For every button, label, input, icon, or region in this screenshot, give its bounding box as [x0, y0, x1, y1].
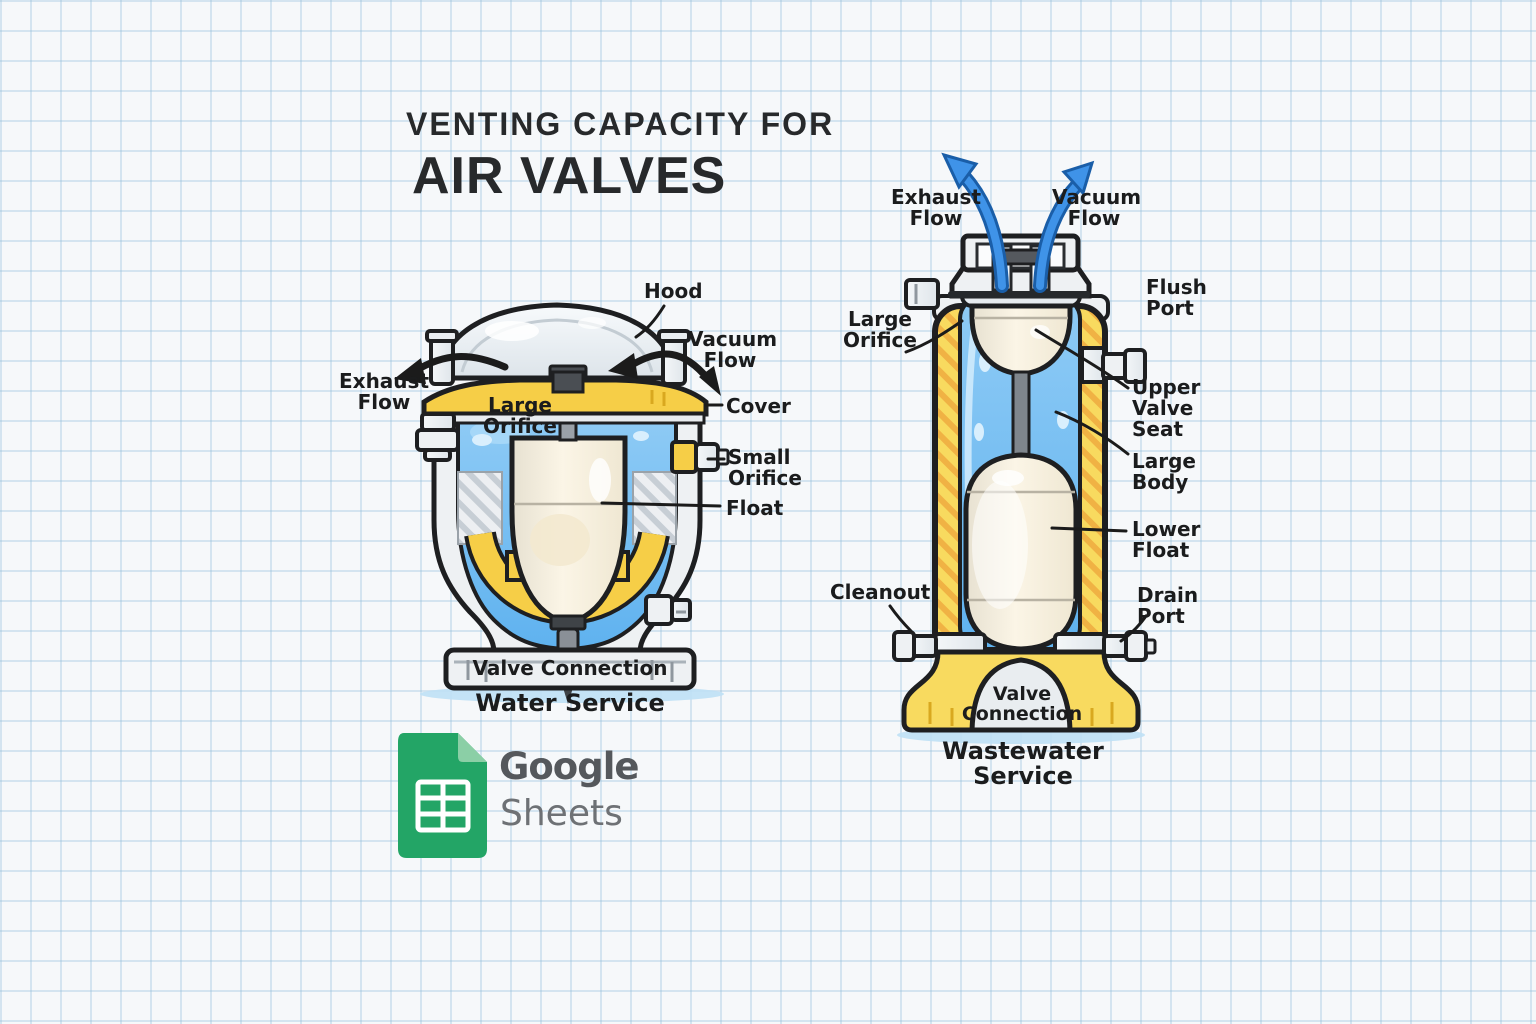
page-title-line2: AIR VALVES [412, 147, 727, 205]
valve-connection-flange [443, 647, 697, 691]
sheets-wordmark: Sheets [500, 793, 623, 834]
float [509, 435, 628, 625]
google-sheets-icon [398, 733, 487, 858]
vacuum-arrow-icon [608, 350, 721, 396]
folded-corner [458, 733, 487, 762]
connection-arch [969, 657, 1073, 733]
caption-water-service: Water Service [475, 689, 665, 717]
exhaust-flow-arrow-icon [941, 152, 1009, 293]
top-cap [948, 233, 1092, 299]
cleanout-port [892, 630, 938, 662]
label-drain-port: Drain Port [1137, 583, 1199, 629]
label-vacuum-flow-left: Vacuum Flow [688, 327, 778, 373]
shoulder-port [904, 278, 940, 310]
caption-wastewater-service: Wastewater Service [942, 737, 1104, 791]
label-flush-port: Flush Port [1146, 275, 1207, 321]
base-skirt [901, 649, 1141, 733]
label-valve-connection-right: Valve Connection [961, 683, 1083, 726]
label-valve-connection-left: Valve Connection [472, 656, 668, 680]
vacuum-flow-arrow-icon [1033, 160, 1095, 293]
label-large-orifice-right: Large Orifice [843, 307, 917, 353]
right-valve-leader-lines [888, 319, 1148, 643]
page-title-line1: VENTING CAPACITY FOR [406, 106, 835, 142]
hatched-wall-left [457, 471, 503, 545]
label-large-body: Large Body [1132, 449, 1196, 495]
label-lower-float: Lower Float [1132, 517, 1201, 563]
google-wordmark: Google [499, 745, 639, 788]
label-large-orifice-left: Large Orifice [483, 393, 557, 439]
label-upper-valve-seat: Upper Valve Seat [1132, 375, 1201, 442]
label-float: Float [726, 496, 784, 520]
label-cover: Cover [726, 394, 791, 418]
cover [421, 377, 709, 425]
lower-float [963, 452, 1079, 652]
label-cleanout: Cleanout [830, 580, 931, 604]
left-side-port [415, 412, 460, 462]
label-hood: Hood [644, 279, 703, 303]
water-service-valve-illustration [394, 302, 730, 704]
label-exhaust-flow-right: Exhaust Flow [891, 185, 981, 231]
label-exhaust-flow-left: Exhaust Flow [339, 369, 429, 415]
left-valve-leader-lines [600, 304, 726, 508]
label-small-orifice: Small Orifice [728, 445, 802, 491]
small-orifice-port [670, 440, 730, 474]
drain-port [1102, 630, 1157, 662]
wastewater-service-valve-illustration [888, 152, 1157, 744]
exhaust-arrow-icon [394, 353, 509, 384]
spreadsheet-grid-glyph [415, 779, 471, 833]
lower-drain-fitting [644, 594, 692, 626]
label-vacuum-flow-right: Vacuum Flow [1052, 185, 1142, 231]
